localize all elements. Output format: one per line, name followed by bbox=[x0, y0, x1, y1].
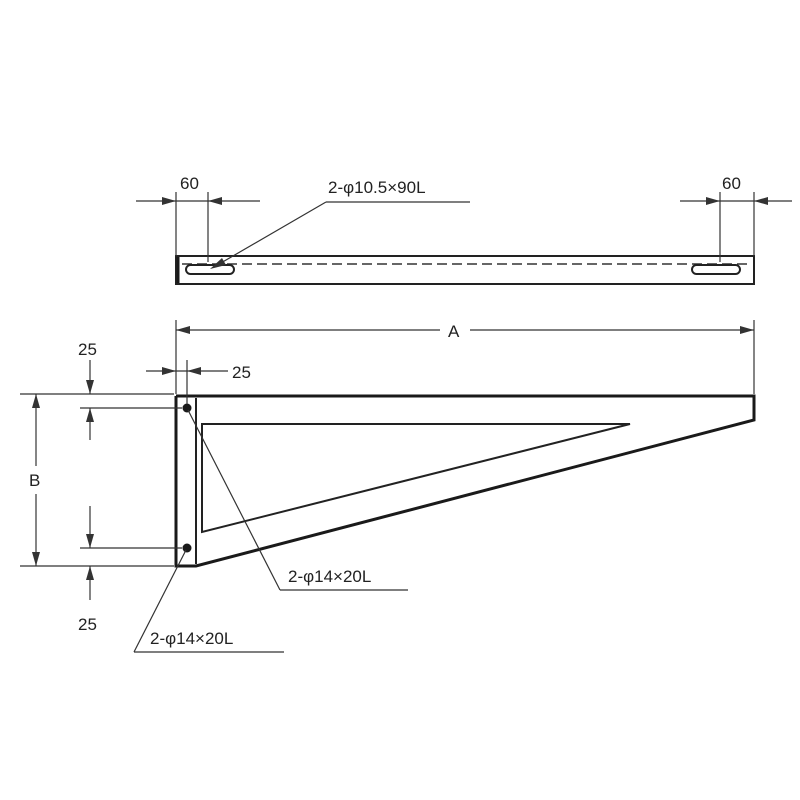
dim-25-top-label: 25 bbox=[78, 340, 97, 359]
hole-callout-left-leader bbox=[133, 549, 187, 653]
dim-25-top-arrow-b bbox=[86, 408, 94, 422]
slot-callout-leader bbox=[213, 201, 327, 268]
bracket-outer-outline bbox=[174, 394, 756, 568]
top-view-slot-left bbox=[185, 264, 235, 275]
bracket-hole-bottom bbox=[182, 543, 192, 553]
dim-a-arrow-right bbox=[740, 326, 754, 334]
dim-25-bottom-label: 25 bbox=[78, 615, 97, 634]
top-view-plate bbox=[175, 255, 755, 285]
hole-callout-right-leader bbox=[187, 409, 281, 591]
dim-b-arrow-bottom bbox=[32, 552, 40, 566]
top-view: 60 60 2-φ10.5×90L bbox=[136, 174, 792, 285]
side-view: A 25 25 B 25 2-φ14×20L bbox=[20, 320, 756, 653]
dim-60-right-label: 60 bbox=[722, 174, 741, 193]
dim-25-h-arrow-a bbox=[162, 367, 176, 375]
dim-60-left-arrow-a bbox=[162, 197, 176, 205]
dim-a-arrow-left bbox=[176, 326, 190, 334]
bracket-triangle-cutout bbox=[201, 423, 631, 534]
dim-60-left-arrow-b bbox=[208, 197, 222, 205]
dim-25-h-arrow-b bbox=[187, 367, 201, 375]
dim-25-bottom-arrow-b bbox=[86, 566, 94, 580]
dim-a-label: A bbox=[448, 322, 460, 341]
dim-b-label: B bbox=[29, 471, 40, 490]
hole-callout-right-label: 2-φ14×20L bbox=[288, 567, 371, 586]
dim-b-arrow-top bbox=[32, 394, 40, 408]
dim-25-h-label: 25 bbox=[232, 363, 251, 382]
slot-callout-label: 2-φ10.5×90L bbox=[328, 178, 426, 197]
dim-60-right-arrow-b bbox=[754, 197, 768, 205]
hole-callout-left-label: 2-φ14×20L bbox=[150, 629, 233, 648]
dim-25-bottom-arrow-a bbox=[86, 534, 94, 548]
dim-25-top-arrow-a bbox=[86, 380, 94, 394]
dim-60-right-arrow-a bbox=[706, 197, 720, 205]
bracket-hole-top bbox=[182, 403, 192, 413]
top-view-slot-right bbox=[691, 264, 741, 275]
slot-callout-arrow bbox=[210, 258, 226, 269]
dim-60-left-label: 60 bbox=[180, 174, 199, 193]
